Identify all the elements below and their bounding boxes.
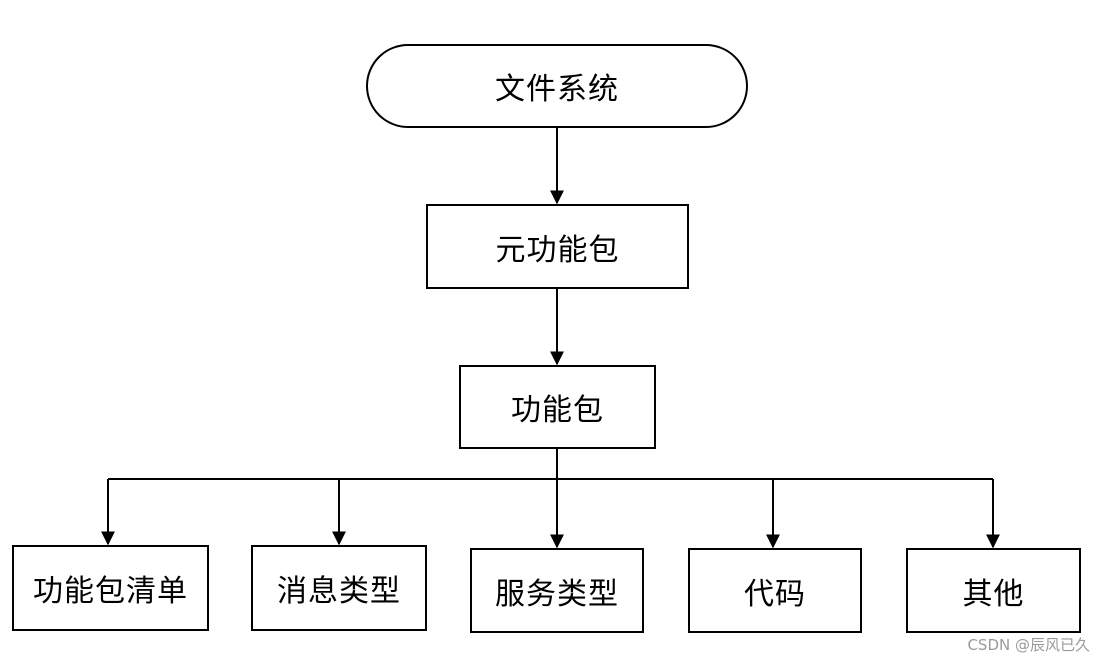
watermark: CSDN @辰风已久 <box>967 636 1090 654</box>
package-node: 功能包 <box>459 365 656 449</box>
child-node-message-types: 消息类型 <box>251 545 427 631</box>
child-node-code: 代码 <box>688 548 862 633</box>
child-node-other: 其他 <box>906 548 1081 633</box>
meta-package-node: 元功能包 <box>426 204 689 289</box>
child-node-service-types: 服务类型 <box>470 548 644 633</box>
root-node-file-system: 文件系统 <box>366 44 748 128</box>
child-node-package-manifest: 功能包清单 <box>12 545 209 631</box>
